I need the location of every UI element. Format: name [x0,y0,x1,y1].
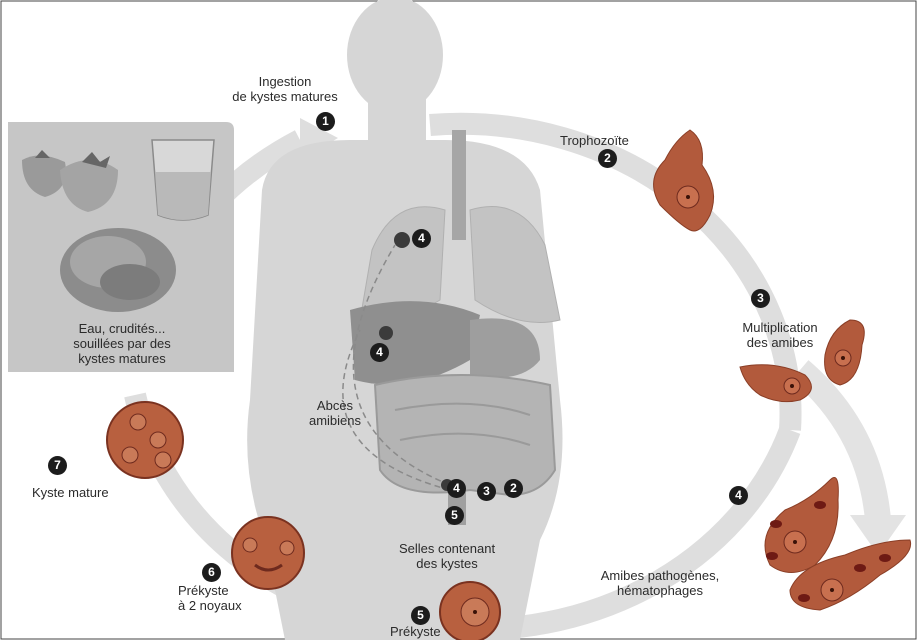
right-lung [470,207,560,323]
label-trophozoite: Trophozoïte [560,133,629,148]
liver-abscess [379,326,393,340]
lung-abscess [394,232,410,248]
step-badge-7: 7 [48,456,67,475]
intestines [375,375,555,495]
amoeba-icon [654,130,714,231]
label-kyste-mature: Kyste mature [32,485,109,500]
step-badge-4-liver: 4 [370,343,389,362]
label-multiplication: Multiplication des amibes [720,320,840,350]
lettuce-icon [60,228,176,312]
step-badge-3: 3 [751,289,770,308]
step-badge-2-colon: 2 [504,479,523,498]
step-badge-2: 2 [598,149,617,168]
amoeba-icon [765,478,838,573]
step-badge-4-pathogenes: 4 [729,486,748,505]
step-badge-1: 1 [316,112,335,131]
cyst-icon [440,582,500,640]
step-badge-5-prekyste: 5 [411,606,430,625]
step-badge-5-rectum: 5 [445,506,464,525]
step-badge-4-colon: 4 [447,479,466,498]
water-glass-icon [152,140,214,220]
label-pathogenes: Amibes pathogènes, hématophages [585,568,735,598]
label-source: Eau, crudités... souillées par des kyste… [22,321,222,366]
cyst-icon [232,517,304,589]
label-prekyste-2-noyaux: Prékyste à 2 noyaux [178,583,268,613]
step-badge-4-lung: 4 [412,229,431,248]
step-badge-6: 6 [202,563,221,582]
label-selles: Selles contenant des kystes [382,541,512,571]
label-prekyste: Prékyste [390,624,441,639]
label-abces: Abcès amibiens [290,398,380,428]
cyst-icon [107,402,183,478]
label-ingestion: Ingestion de kystes matures [210,74,360,104]
trachea [452,130,466,240]
step-badge-3-colon: 3 [477,482,496,501]
